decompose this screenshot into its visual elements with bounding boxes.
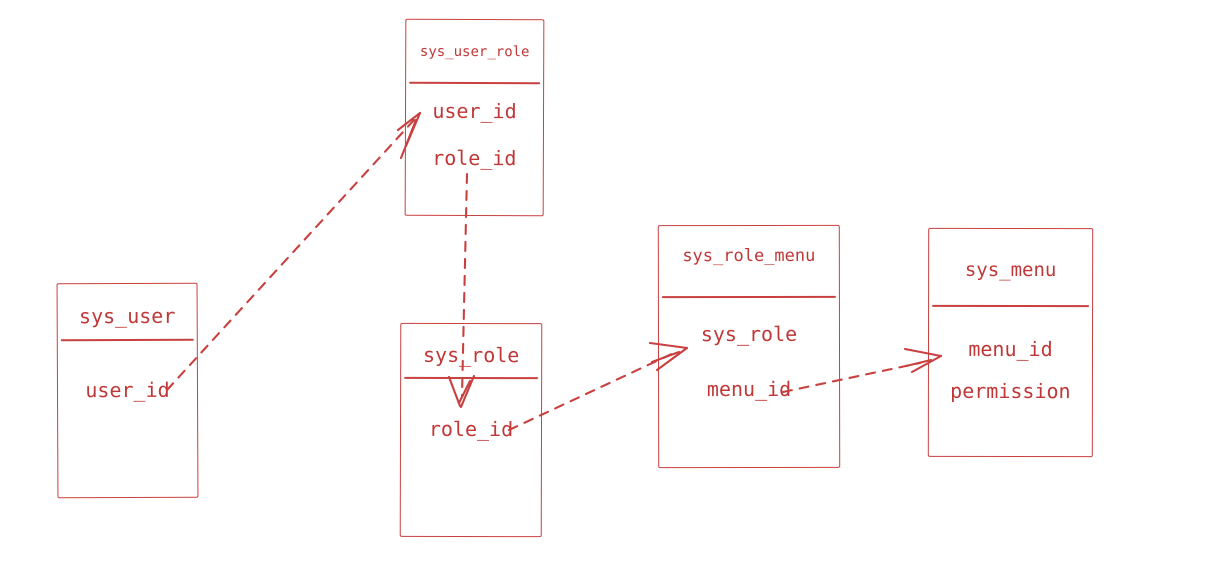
- entity-field: user_id: [432, 98, 517, 124]
- entity-field: user_id: [85, 377, 170, 403]
- entity-divider: [661, 295, 836, 299]
- entity-divider: [932, 304, 1090, 308]
- entity-field: sys_role: [700, 321, 798, 347]
- entity-field: role_id: [428, 416, 514, 442]
- entity-sys-menu: sys_menu menu_id permission: [927, 227, 1094, 458]
- entity-divider: [404, 376, 539, 380]
- entity-divider: [60, 338, 194, 342]
- entity-title: sys_role: [422, 342, 520, 368]
- entity-sys-role-menu: sys_role_menu sys_role menu_id: [657, 224, 841, 469]
- entity-sys-role: sys_role role_id: [399, 322, 543, 538]
- entity-title: sys_role_menu: [682, 245, 816, 267]
- entity-field: menu_id: [968, 336, 1053, 362]
- entity-field: menu_id: [706, 376, 792, 402]
- arrow-sys-user-to-sys-user-role: [165, 111, 422, 392]
- entity-divider: [409, 81, 541, 85]
- entity-field: permission: [950, 378, 1071, 404]
- entity-title: sys_user: [78, 303, 176, 329]
- entity-field: role_id: [432, 145, 517, 171]
- entity-title: sys_menu: [964, 258, 1057, 282]
- entity-title: sys_user_role: [419, 43, 530, 61]
- entity-sys-user: sys_user user_id: [56, 282, 199, 499]
- entity-sys-user-role: sys_user_role user_id role_id: [404, 18, 545, 217]
